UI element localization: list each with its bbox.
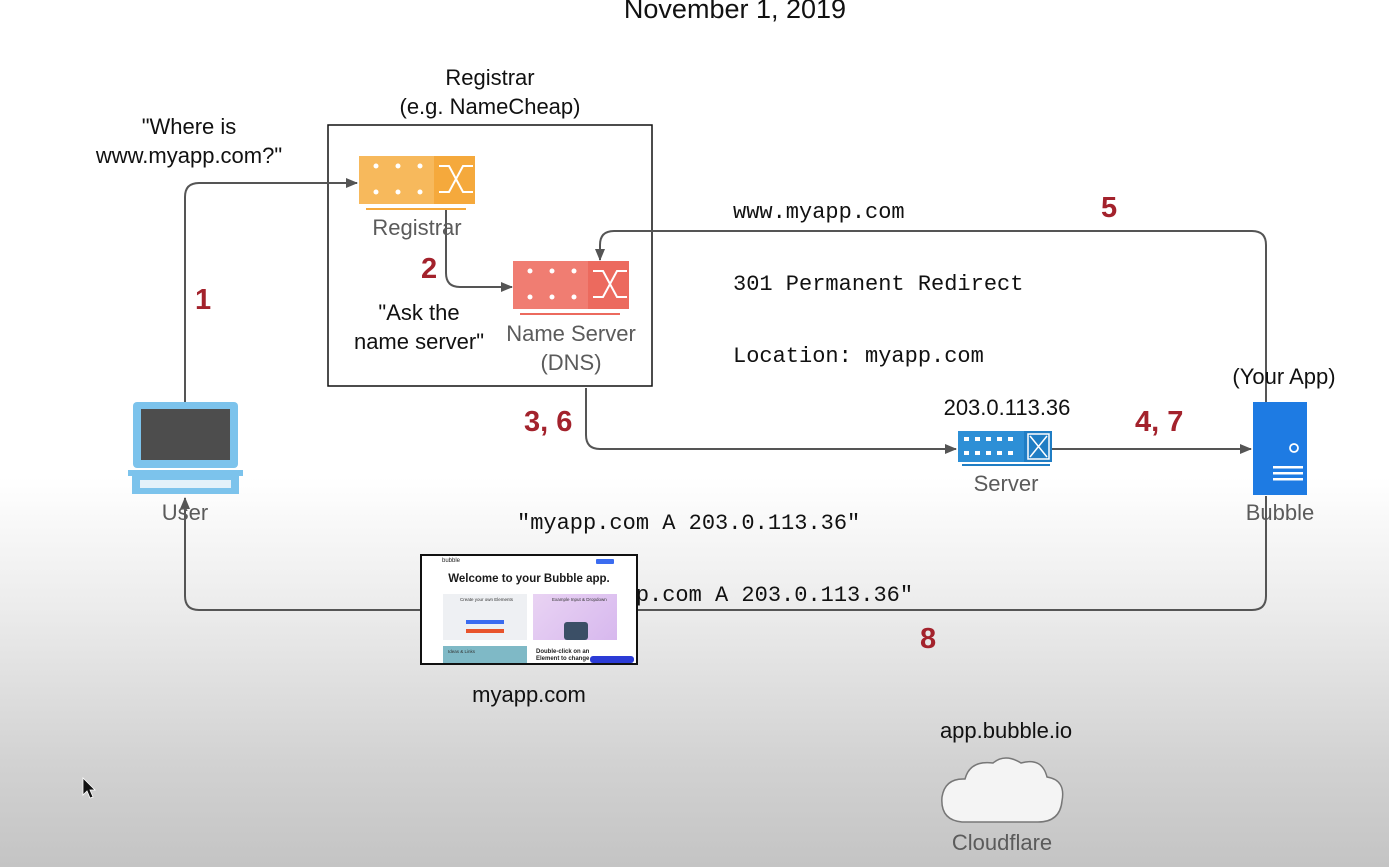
ask-name-server-text: "Ask the name server" xyxy=(339,298,499,356)
user-query-line-2: www.myapp.com?" xyxy=(95,143,283,168)
redirect-line-2: 301 Permanent Redirect xyxy=(733,272,1024,297)
step-1-number: 1 xyxy=(195,284,212,316)
thumbnail-hint-line-2: Element to change xyxy=(536,656,590,662)
registrar-container xyxy=(327,124,653,387)
thumbnail-hint-line-1: Double-click on an xyxy=(536,649,590,655)
redirect-line-3: Location: myapp.com xyxy=(733,344,984,369)
ask-name-server-line-1: "Ask the xyxy=(378,300,460,325)
cloudflare-label: Cloudflare xyxy=(951,830,1053,855)
user-label: User xyxy=(161,500,209,525)
user-query-line-1: "Where is xyxy=(141,114,237,139)
cloud-icon xyxy=(941,757,1064,823)
name-server-line-2: (DNS) xyxy=(540,350,602,375)
registrar-title-line-1: Registrar xyxy=(445,65,535,90)
cloudflare-host: app.bubble.io xyxy=(939,718,1073,743)
step-3-6-number: 3, 6 xyxy=(524,406,573,438)
thumbnail-pill xyxy=(590,656,634,663)
bubble-caption: (Your App) xyxy=(1232,364,1336,389)
thumbnail-card-2-title: Example Input & Dropdown xyxy=(552,597,607,602)
name-server-label: Name Server (DNS) xyxy=(490,319,652,377)
laptop-icon xyxy=(128,402,243,494)
thumbnail-heading: Welcome to your Bubble app. xyxy=(448,573,610,585)
name-server-line-1: Name Server xyxy=(506,321,636,346)
registrar-icon xyxy=(359,156,475,210)
arrow-step-2 xyxy=(445,208,513,292)
site-label: myapp.com xyxy=(472,682,586,707)
name-server-icon xyxy=(513,261,629,315)
ask-name-server-line-2: name server" xyxy=(353,329,485,354)
app-screenshot-thumbnail: bubble Welcome to your Bubble app. Creat… xyxy=(420,554,638,665)
step-5-number: 5 xyxy=(1101,192,1118,224)
thumbnail-hint: Double-click on an Element to change xyxy=(536,649,589,663)
thumbnail-blue-button xyxy=(466,620,504,624)
user-query-text: "Where is www.myapp.com?" xyxy=(69,112,309,170)
server-label: Server xyxy=(973,471,1039,496)
arrow-step-1 xyxy=(184,178,358,402)
redirect-text: www.myapp.com 301 Permanent Redirect Loc… xyxy=(733,153,1023,393)
arrow-step-8 xyxy=(180,496,1267,611)
dns-record-1: "myapp.com A 203.0.113.36" xyxy=(517,511,861,536)
step-4-7-number: 4, 7 xyxy=(1135,406,1184,438)
server-ip: 203.0.113.36 xyxy=(943,395,1071,420)
step-8-number: 8 xyxy=(920,623,937,655)
thumbnail-logo: bubble xyxy=(442,558,461,564)
bubble-label: Bubble xyxy=(1245,500,1315,525)
thumbnail-card-3-title: Ideas & Links xyxy=(448,649,476,654)
registrar-title-line-2: (e.g. NameCheap) xyxy=(399,94,581,119)
thumbnail-orange-button xyxy=(466,629,504,633)
arrow-step-3-6 xyxy=(585,388,957,454)
thumbnail-header-button xyxy=(596,559,614,564)
registrar-container-title: Registrar (e.g. NameCheap) xyxy=(370,63,610,121)
bubble-server-icon xyxy=(1253,402,1307,495)
step-2-number: 2 xyxy=(421,253,438,285)
server-icon xyxy=(958,431,1052,466)
page-date: November 1, 2019 xyxy=(623,0,847,24)
thumbnail-illustration xyxy=(564,622,588,640)
thumbnail-card-3 xyxy=(443,646,527,663)
mouse-cursor-icon xyxy=(82,777,96,799)
registrar-label: Registrar xyxy=(372,215,462,240)
thumbnail-card-1-title: Create your own Elements xyxy=(460,597,514,602)
arrow-step-5 xyxy=(595,230,1267,402)
redirect-line-1: www.myapp.com xyxy=(733,200,905,225)
